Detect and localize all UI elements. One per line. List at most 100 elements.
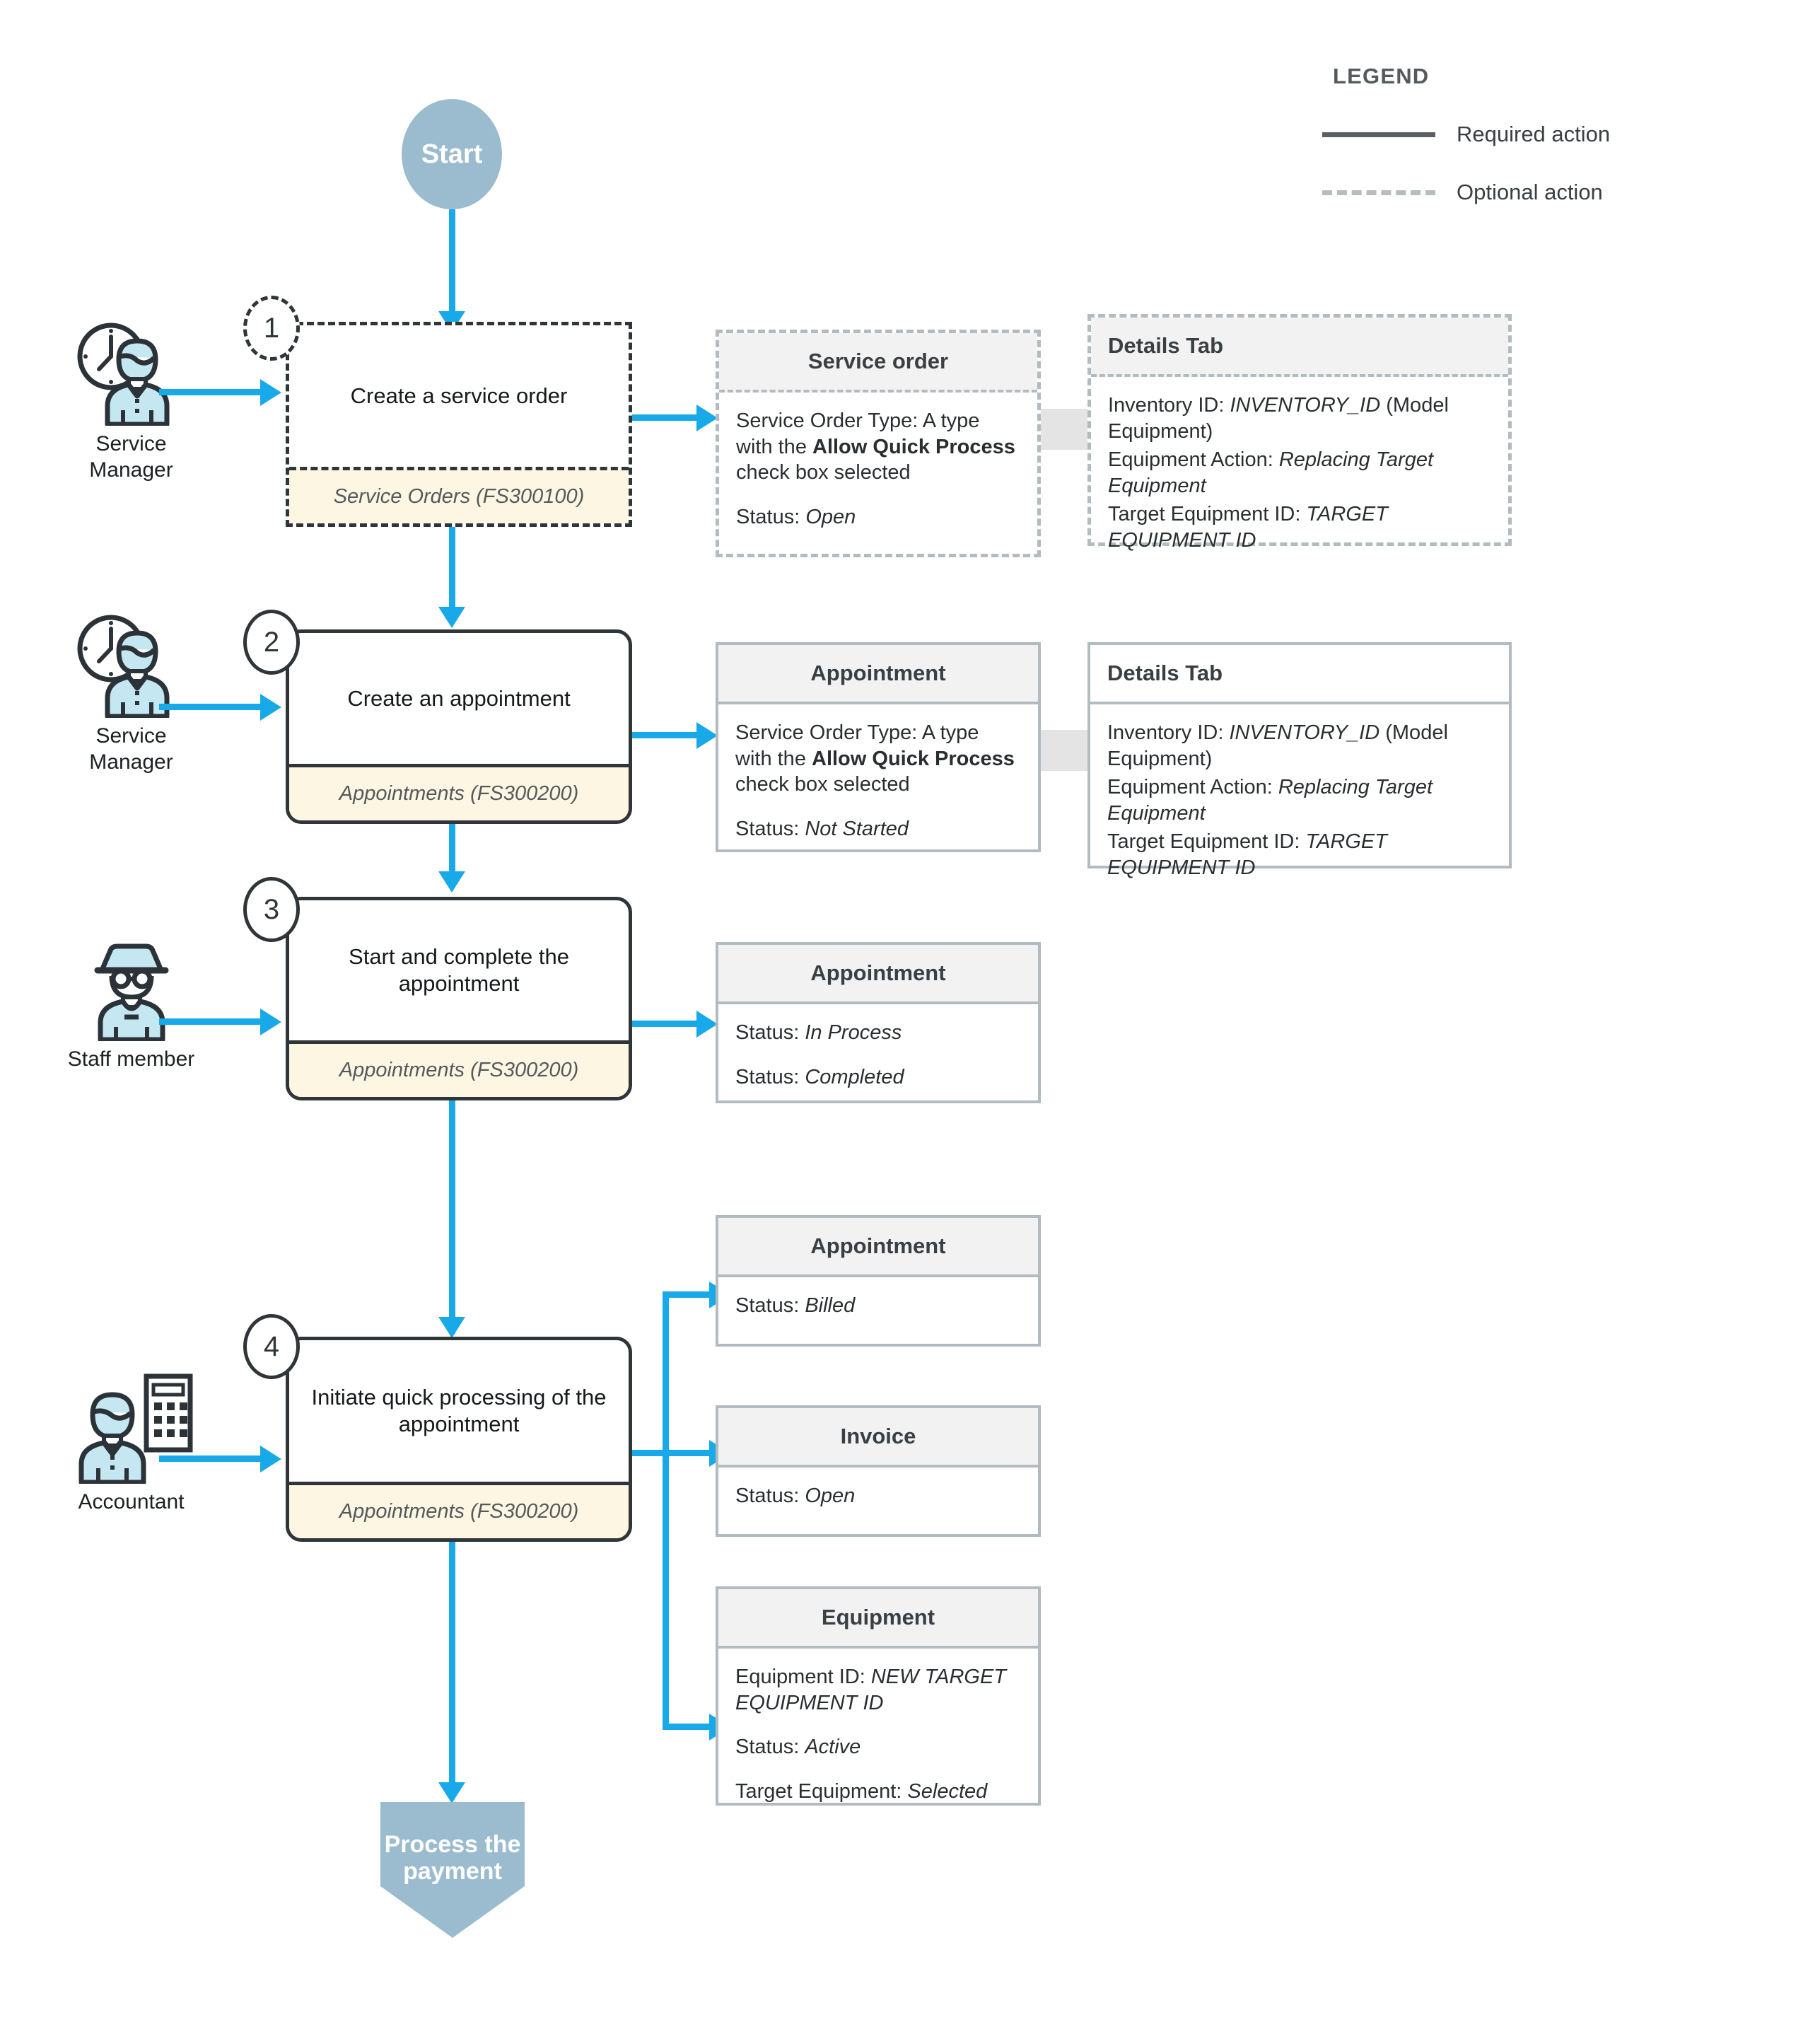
arrow-step4-branch-stem (632, 1450, 669, 1456)
arrow-branch-appointment-shaft (663, 1291, 719, 1298)
step-box-start-complete-appointment[interactable]: Start and complete the appointment Appoi… (286, 897, 632, 1100)
inv4-s-label: Status: (735, 1484, 805, 1507)
step-box-create-service-order[interactable]: Create a service order Service Orders (F… (286, 322, 632, 527)
card-line-service-order-status: Status: Open (736, 504, 1020, 530)
accountant-calculator-icon (78, 1373, 192, 1484)
card-line-equipment-id: Equipment ID: NEW TARGET EQUIPMENT ID (735, 1664, 1021, 1716)
step-footer-3: Appointments (FS300200) (289, 1040, 629, 1097)
step-title-3: Start and complete the appointment (349, 944, 569, 997)
dt2-inv-suffix: (Model Equipment) (1107, 721, 1448, 770)
card-header-service-order: Service order (719, 333, 1037, 393)
eq4-tg-label: Target Equipment: (735, 1779, 908, 1803)
arrow-start-to-step1-shaft (449, 209, 455, 315)
service-manager-clock-icon (77, 323, 169, 426)
actor-accountant: Accountant (55, 1371, 207, 1516)
appt3-s1-label: Status: (735, 1021, 805, 1044)
card-body-service-order: Service Order Type: A type with the Allo… (719, 393, 1037, 548)
card-body-appointment-3: Status: In Process Status: Completed (718, 1004, 1038, 1108)
card-appointment-2: Appointment Service Order Type: A type w… (716, 642, 1041, 852)
dt2-tgt-label: Target Equipment ID: (1107, 830, 1306, 854)
card-header-details-tab-1: Details Tab (1091, 318, 1508, 377)
appt2-type-bold: Allow Quick Process (812, 747, 1015, 770)
eq4-st-value: Active (805, 1736, 861, 1759)
card-service-order: Service order Service Order Type: A type… (716, 330, 1041, 557)
card-line-appt4-status: Status: Billed (735, 1293, 1021, 1319)
step-box-create-appointment[interactable]: Create an appointment Appointments (FS30… (286, 629, 632, 824)
card-line-invoice-status: Status: Open (735, 1483, 1021, 1509)
card-header-appointment-3: Appointment (718, 945, 1038, 1004)
arrow-step3-to-card-shaft (632, 1021, 707, 1027)
dt1-act-value: Replacing Target Equipment (1108, 448, 1434, 497)
dt1-inv-label: Inventory ID: (1108, 394, 1230, 417)
arrow-step4-branch-trunk (663, 1291, 669, 1730)
arrow-branch-invoice-shaft (663, 1450, 719, 1456)
legend-item-optional: Optional action (1322, 180, 1718, 205)
dt2-inventory-id: Inventory ID: INVENTORY_ID (Model Equipm… (1107, 720, 1492, 772)
card-body-invoice-4: Status: Open (718, 1468, 1038, 1528)
arrow-actor2-to-step2-shaft (159, 704, 265, 710)
step-title-4: Initiate quick processing of the appoint… (311, 1385, 607, 1437)
card-line-appt3-status-completed: Status: Completed (735, 1064, 1021, 1091)
appt2-status-label: Status: (735, 817, 805, 840)
service-manager-clock-icon (77, 615, 169, 718)
so-type-bold: Allow Quick Process (812, 435, 1015, 458)
dt1-inv-suffix: (Model Equipment) (1108, 394, 1449, 443)
appt3-s2-label: Status: (735, 1065, 805, 1088)
arrow-actor1-to-step1-head (260, 379, 281, 406)
dt1-inv-value: INVENTORY_ID (1230, 394, 1381, 417)
dt1-tgt-label: Target Equipment ID: (1108, 503, 1307, 526)
step-title-2: Create an appointment (347, 685, 571, 711)
card-invoice-4: Invoice Status: Open (716, 1405, 1041, 1537)
card-details-tab-1: Details Tab Inventory ID: INVENTORY_ID (… (1087, 314, 1512, 552)
appt2-type-suffix: check box selected (735, 773, 910, 796)
step-number-1-label: 1 (263, 312, 280, 344)
arrow-actor4-to-step4-head (260, 1446, 281, 1472)
legend-label-optional: Optional action (1457, 180, 1603, 204)
arrow-actor1-to-step1-shaft (159, 389, 265, 395)
so-type-suffix: check box selected (736, 461, 911, 484)
card-header-appointment-4: Appointment (718, 1218, 1038, 1277)
card-line-service-order-type: Service Order Type: A type with the Allo… (736, 408, 1020, 486)
actor-label-service-manager-1: Service Manager (89, 432, 173, 482)
end-label: Process the payment (384, 1830, 521, 1885)
step-box-initiate-quick-processing[interactable]: Initiate quick processing of the appoint… (286, 1337, 632, 1542)
appt4-s-label: Status: (735, 1294, 805, 1317)
card-line-equipment-target: Target Equipment: Selected (735, 1779, 1021, 1805)
actor-label-accountant: Accountant (78, 1490, 185, 1513)
step-number-3-label: 3 (263, 893, 280, 925)
step-number-2-label: 2 (263, 626, 280, 658)
legend: LEGEND Required action Optional action (1322, 64, 1718, 205)
so-type-prefix: Service Order Type: A type with the (736, 409, 980, 458)
solid-line-swatch-icon (1322, 132, 1435, 137)
dt2-act-value: Replacing Target Equipment (1107, 776, 1433, 825)
card-header-details-tab-2: Details Tab (1090, 645, 1509, 704)
step-footer-2: Appointments (FS300200) (289, 764, 629, 820)
eq4-tg-value: Selected (907, 1779, 988, 1803)
step-number-4: 4 (243, 1314, 300, 1379)
dt2-inv-value: INVENTORY_ID (1229, 721, 1380, 744)
legend-label-required: Required action (1457, 122, 1611, 146)
step-number-3: 3 (243, 877, 300, 942)
arrow-step2-to-step3-head (438, 871, 465, 893)
actor-label-service-manager-2: Service Manager (89, 724, 173, 774)
arrow-step2-to-card-shaft (632, 732, 707, 738)
dt2-tgt-value: TARGET EQUIPMENT ID (1107, 830, 1387, 879)
step-number-1: 1 (243, 296, 300, 361)
actor-service-manager-1: Service Manager (55, 320, 207, 483)
card-body-appointment-2: Service Order Type: A type with the Allo… (718, 704, 1038, 860)
arrow-step1-to-step2-head (438, 607, 465, 628)
dashed-line-swatch-icon (1322, 190, 1435, 195)
dt1-equipment-action: Equipment Action: Replacing Target Equip… (1108, 447, 1491, 499)
start-label: Start (421, 139, 483, 169)
dt1-inventory-id: Inventory ID: INVENTORY_ID (Model Equipm… (1108, 393, 1491, 444)
card-header-equipment-4: Equipment (718, 1589, 1038, 1649)
end-terminator-process-payment: Process the payment (380, 1802, 525, 1938)
arrow-step1-to-card-head (696, 405, 718, 431)
step-number-2: 2 (243, 610, 300, 675)
appt2-type-prefix: Service Order Type: A type with the (735, 721, 979, 770)
arrow-step2-to-step3-shaft (449, 824, 455, 888)
dt1-tgt-value: TARGET EQUIPMENT ID (1108, 503, 1388, 552)
eq4-id-label: Equipment ID: (735, 1666, 871, 1688)
dt2-act-label: Equipment Action: (1107, 776, 1278, 799)
